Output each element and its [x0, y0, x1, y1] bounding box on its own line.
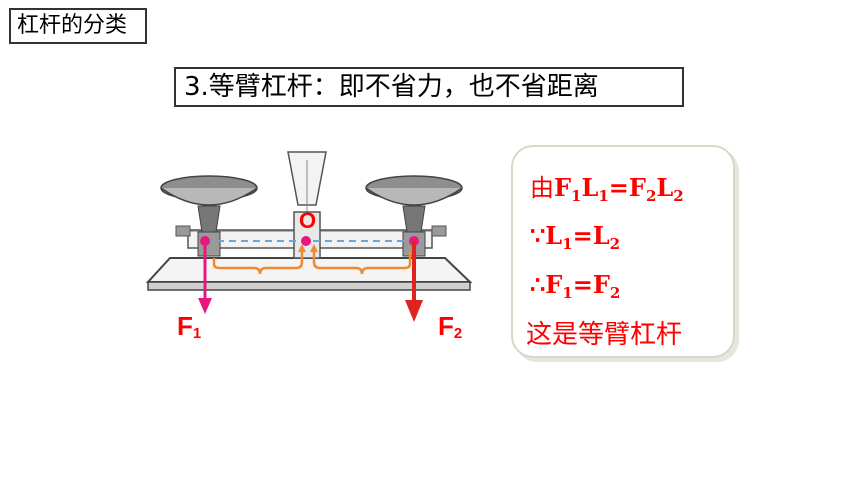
arm-brace-left: [212, 252, 304, 275]
derivation-line-1: 由F1L1=F2L2: [530, 173, 684, 205]
pan-right-stem: [402, 205, 426, 233]
section-title: 杠杆的分类: [9, 8, 147, 44]
beam-knob-right: [431, 225, 447, 237]
derivation-line-3: ∴F1=F2: [530, 270, 621, 302]
scale-base: [145, 257, 473, 283]
derivation-conclusion: 这是等臂杠杆: [526, 320, 683, 350]
force-label-left: F1: [177, 311, 201, 342]
pan-left-stem: [197, 205, 221, 233]
lever-type-heading: 3.等臂杠杆：即不省力，也不省距离: [174, 67, 684, 107]
scale-column: [293, 211, 321, 259]
derivation-card: [511, 145, 735, 358]
pivot-label: O: [299, 208, 316, 233]
scale-base-front: [147, 281, 471, 291]
beam-knob-left: [175, 225, 191, 237]
arm-brace-right: [312, 252, 412, 275]
pivot-point: [301, 236, 311, 246]
force-arrow-right-head: [405, 300, 423, 322]
derivation-line-2: ∵L1=L2: [530, 221, 621, 253]
force-arrow-left-head: [198, 298, 212, 314]
force-label-right: F2: [438, 311, 462, 342]
